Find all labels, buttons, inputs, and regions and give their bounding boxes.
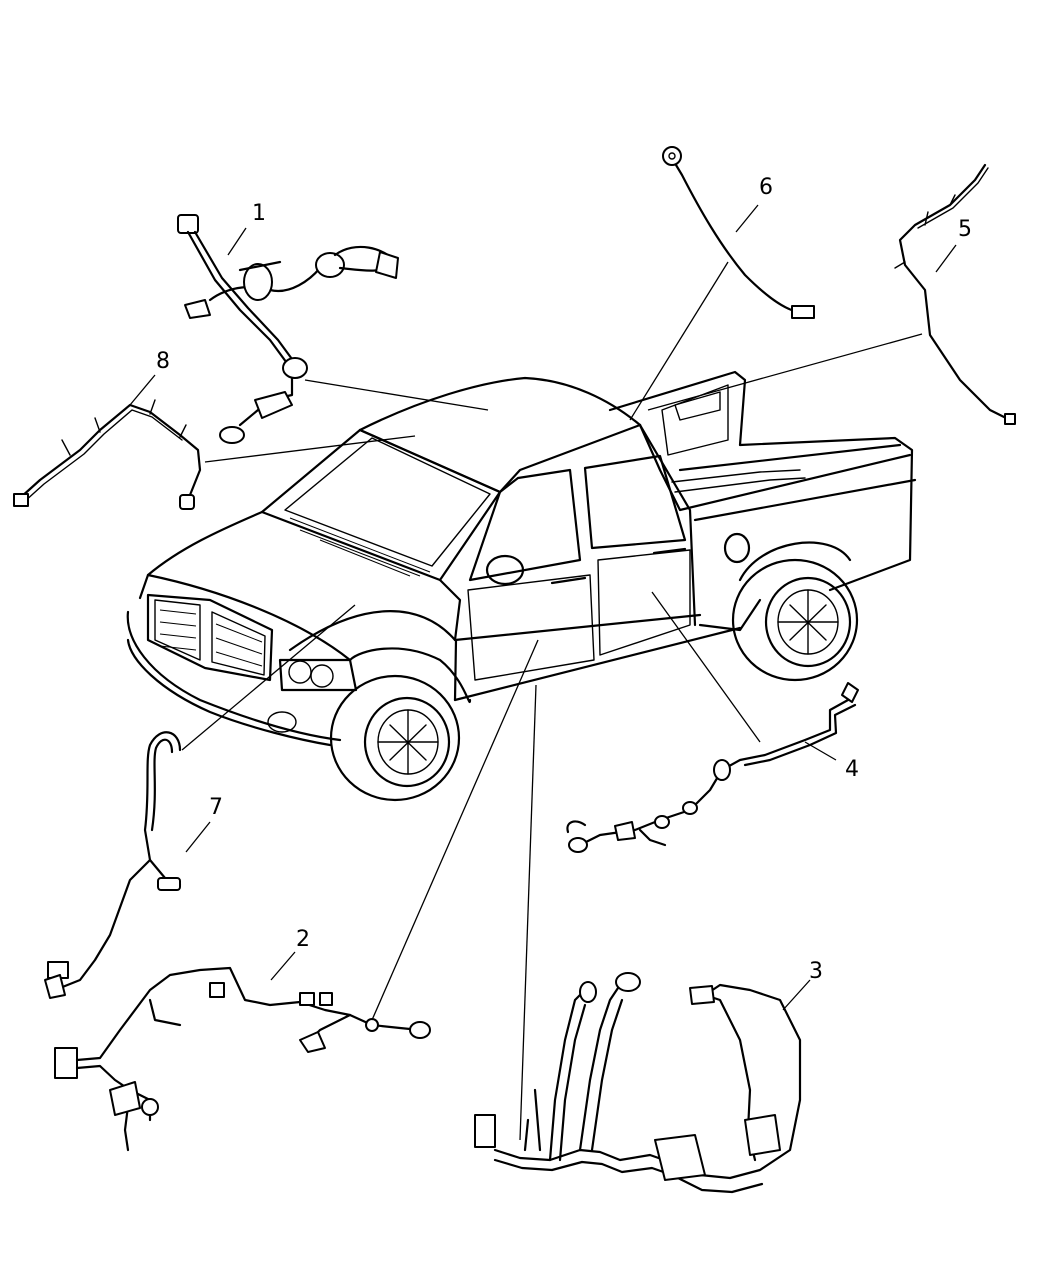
- harness-8: [13, 399, 202, 510]
- callout-8: 8: [156, 349, 170, 374]
- callout-4: 4: [845, 757, 859, 782]
- rear-wheel: [731, 558, 859, 682]
- harness-6: [662, 146, 815, 319]
- callout-6: 6: [759, 175, 773, 200]
- harness-3: [474, 972, 802, 1194]
- leader-lines: [129, 204, 957, 1141]
- callout-labels: 1 2 3 4 5 6 7 8: [156, 175, 972, 984]
- harness-2: [54, 966, 431, 1152]
- callout-2: 2: [296, 927, 310, 952]
- callout-3: 3: [809, 959, 823, 984]
- callout-7: 7: [209, 795, 223, 820]
- front-wheel: [329, 674, 461, 802]
- callout-5: 5: [958, 217, 972, 242]
- harness-5: [894, 163, 1016, 425]
- pickup-truck-illustration: [126, 370, 917, 802]
- harness-4: [566, 682, 859, 853]
- harness-1: [177, 214, 399, 444]
- harness-7: [44, 731, 182, 999]
- callout-1: 1: [252, 201, 266, 226]
